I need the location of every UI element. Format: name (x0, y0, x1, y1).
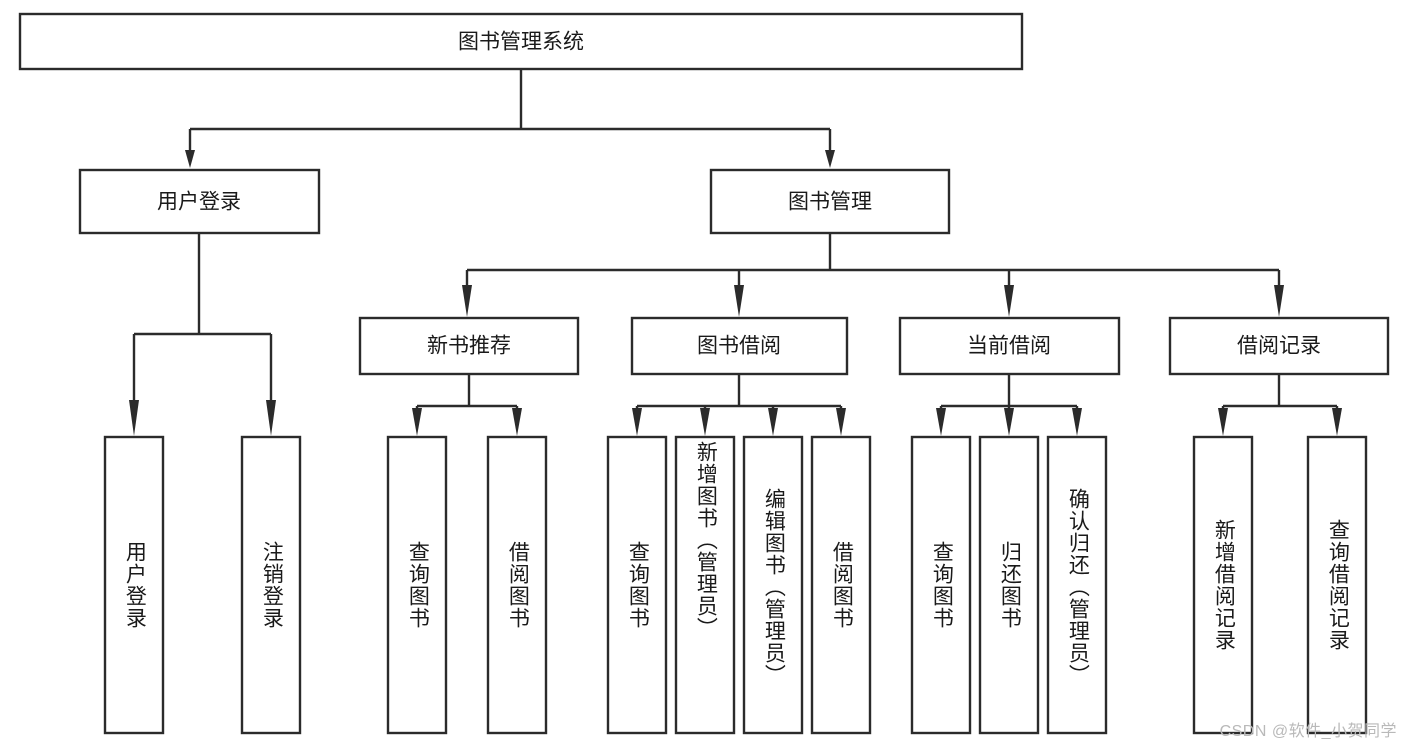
node-box-user-login-do[interactable] (103, 435, 165, 735)
node-box-add-book[interactable] (674, 435, 736, 735)
arrow-edit-book (768, 408, 778, 436)
node-box-new-book-rec[interactable] (358, 316, 580, 376)
node-label-current-borrow: 当前借阅 (967, 335, 1051, 358)
arrow-user-login-do (129, 400, 139, 436)
arrow-add-book (700, 408, 710, 436)
arrow-current-borrow (1004, 285, 1014, 317)
node-box-edit-book[interactable] (742, 435, 804, 735)
arrow-query-book-1 (412, 408, 422, 436)
node-box-user-logout[interactable] (240, 435, 302, 735)
node-label-book-manage: 图书管理 (788, 191, 872, 214)
node-box-borrow-book-1[interactable] (486, 435, 548, 735)
arrow-borrow-record (1274, 285, 1284, 317)
watermark-text: CSDN @软件_小贺同学 (1219, 723, 1397, 740)
arrow-borrow-book-1 (512, 408, 522, 436)
arrow-new-book-rec (462, 285, 472, 317)
node-box-root[interactable] (18, 12, 1024, 71)
arrow-book-borrow (734, 285, 744, 317)
arrow-confirm-return (1072, 408, 1082, 436)
arrow-query-book-2 (632, 408, 642, 436)
arrow-query-borrow-record (1332, 408, 1342, 436)
node-box-query-borrow-record[interactable] (1306, 435, 1368, 735)
node-box-return-book[interactable] (978, 435, 1040, 735)
node-box-borrow-book-2[interactable] (810, 435, 872, 735)
node-box-add-borrow-record[interactable] (1192, 435, 1254, 735)
arrow-user-login (185, 150, 195, 168)
node-label-new-book-rec: 新书推荐 (427, 335, 511, 358)
node-label-user-login: 用户登录 (157, 191, 241, 214)
node-box-book-manage[interactable] (709, 168, 951, 235)
arrow-query-book-3 (936, 408, 946, 436)
arrow-book-manage (825, 150, 835, 168)
connector-layer (129, 69, 1342, 436)
node-layer: 图书管理系统 用户登录 图书管理 新书推荐 图书借阅 当前借阅 借阅记录 (18, 12, 1390, 735)
node-label-book-borrow: 图书借阅 (697, 335, 781, 358)
node-box-query-book-3[interactable] (910, 435, 972, 735)
node-box-query-book-1[interactable] (386, 435, 448, 735)
node-box-user-login[interactable] (78, 168, 321, 235)
node-box-book-borrow[interactable] (630, 316, 849, 376)
node-box-current-borrow[interactable] (898, 316, 1121, 376)
arrow-borrow-book-2 (836, 408, 846, 436)
arrow-user-logout (266, 400, 276, 436)
node-box-confirm-return[interactable] (1046, 435, 1108, 735)
node-box-borrow-record[interactable] (1168, 316, 1390, 376)
arrow-return-book (1004, 408, 1014, 436)
node-label-borrow-record: 借阅记录 (1237, 335, 1321, 358)
node-box-query-book-2[interactable] (606, 435, 668, 735)
node-label-root: 图书管理系统 (458, 31, 584, 54)
arrow-add-borrow-record (1218, 408, 1228, 436)
